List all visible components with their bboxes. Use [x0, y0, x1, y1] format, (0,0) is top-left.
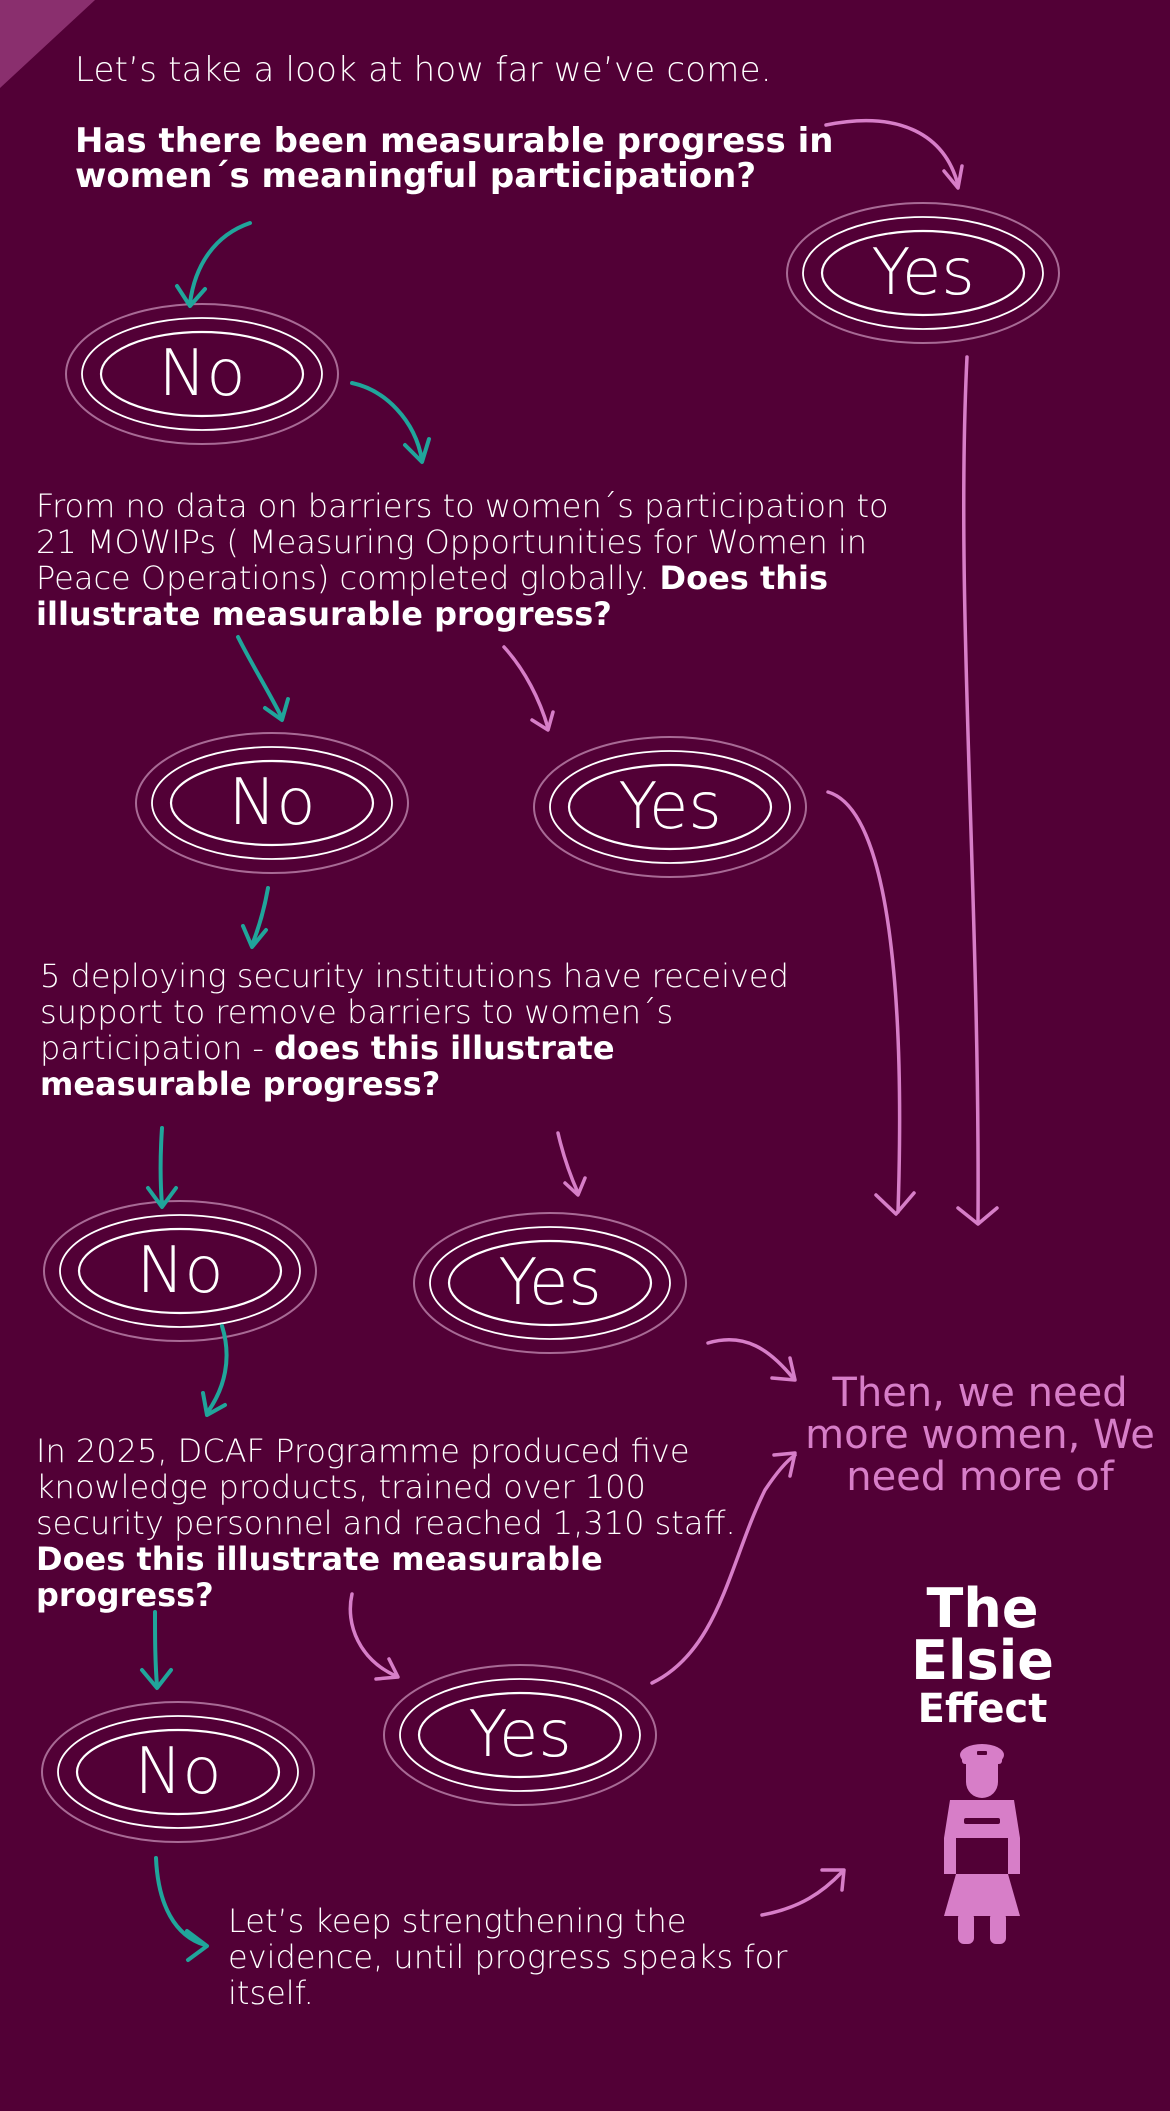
answer-no-2: No [228, 766, 316, 840]
elsie-effect-title: The Elsie Effect [870, 1577, 1095, 1732]
step-3-statement: 5 deploying security institutions have r… [40, 957, 789, 1067]
answer-yes-1: Yes [871, 236, 975, 310]
answer-yes-4: Yes [468, 1698, 572, 1772]
bubble-yes-2 [533, 736, 807, 878]
curved-arrow [403, 437, 431, 464]
curved-arrow [650, 1453, 797, 1685]
curved-arrow [350, 381, 424, 462]
peacekeeper-figure-icon [944, 1744, 1020, 1944]
step-2-statement: From no data on barriers to women´s part… [36, 487, 889, 597]
curved-arrow [563, 1176, 587, 1197]
curved-arrow [140, 1668, 173, 1690]
conclusion-text: Then, we need more women, We need more o… [805, 1370, 1155, 1500]
bubble-no-4 [41, 1701, 315, 1843]
curved-arrow [820, 1868, 846, 1892]
curved-arrow [760, 1870, 844, 1917]
curved-arrow [502, 645, 550, 730]
curved-arrow [250, 886, 270, 947]
bubble-no-2 [135, 732, 409, 874]
curved-arrow [530, 710, 555, 732]
answer-no-3: No [136, 1234, 224, 1308]
curved-arrow [874, 1191, 916, 1216]
curved-arrow [348, 1592, 398, 1678]
curved-arrow [826, 790, 902, 1214]
curved-arrow [770, 1356, 797, 1382]
curved-arrow [942, 164, 964, 190]
bubble-yes-4 [383, 1664, 657, 1806]
curved-arrow [188, 221, 252, 305]
intro-text: Let’s take a look at how far we’ve come. [75, 50, 772, 90]
step-4-question: Does this illustrate measurable progress… [36, 1540, 603, 1614]
curved-arrow [241, 924, 268, 949]
closing-text: Let’s keep strengthening the evidence, u… [228, 1902, 788, 2012]
step-2-question: Does this illustrate measurable progress… [36, 559, 829, 633]
effect-line-2: Elsie [911, 1629, 1054, 1692]
curved-arrow [706, 1338, 795, 1380]
curved-arrow [146, 1186, 178, 1209]
answer-yes-2: Yes [618, 770, 722, 844]
curved-arrow [158, 1126, 164, 1207]
bubble-no-1 [65, 303, 339, 445]
curved-arrow [154, 1856, 207, 1947]
answer-no-4: No [134, 1735, 222, 1809]
effect-line-3: Effect [917, 1686, 1048, 1732]
curved-arrow [263, 697, 290, 722]
step-4-statement: In 2025, DCAF Programme produced five kn… [36, 1432, 736, 1542]
bubble-yes-3 [413, 1212, 687, 1354]
curved-arrow [205, 1324, 229, 1415]
step-4-text: In 2025, DCAF Programme produced five kn… [36, 1433, 756, 1613]
question-1: Has there been measurable progress in wo… [75, 121, 834, 196]
curved-arrow [956, 1206, 999, 1226]
corner-triangle [0, 0, 95, 88]
answer-no-1: No [158, 337, 246, 411]
curved-arrow [153, 1610, 159, 1688]
answer-yes-3: Yes [498, 1246, 602, 1320]
curved-arrow [374, 1657, 400, 1681]
bubble-no-3 [43, 1200, 317, 1342]
curved-arrow [175, 284, 207, 308]
step-2-text: From no data on barriers to women´s part… [36, 488, 896, 632]
step-3-text: 5 deploying security institutions have r… [40, 958, 820, 1102]
step-3-question: does this illustrate measurable progress… [40, 1029, 615, 1103]
curved-arrow [556, 1131, 580, 1195]
curved-arrow [236, 635, 284, 720]
curved-arrow [824, 118, 960, 187]
effect-line-1: The [926, 1577, 1039, 1640]
curved-arrow [772, 1451, 797, 1478]
curved-arrow [185, 1929, 209, 1962]
bubble-yes-1 [786, 202, 1060, 344]
curved-arrow [201, 1391, 227, 1417]
curved-arrow [961, 355, 980, 1224]
